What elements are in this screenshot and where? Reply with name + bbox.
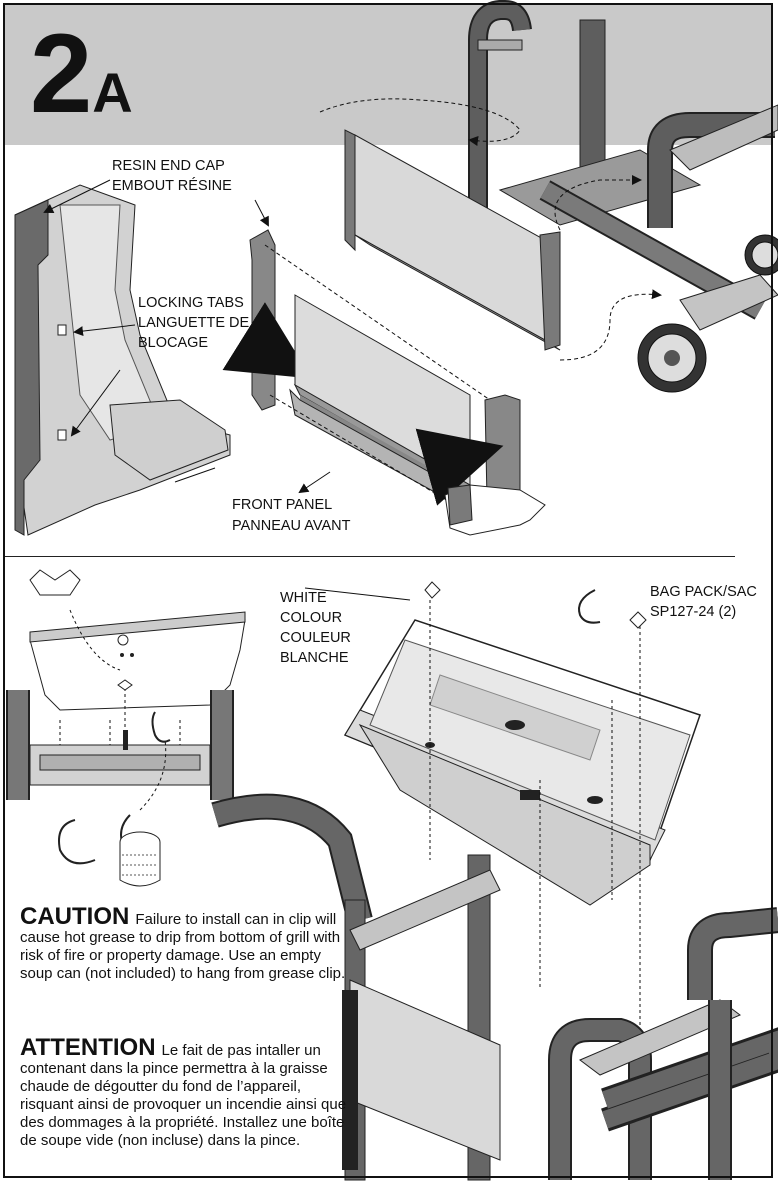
front-panel-label-en: FRONT PANEL xyxy=(232,497,333,513)
resin-end-cap-label-en: RESIN END CAP xyxy=(112,158,225,174)
cart-frame-bottom xyxy=(211,793,778,1181)
right-end-cap-hand xyxy=(415,394,546,536)
caution-keyword: CAUTION xyxy=(20,903,130,930)
step-digit: 2 xyxy=(30,11,92,136)
white-colour-label-4: BLANCHE xyxy=(280,650,349,666)
locking-tabs-label-en: LOCKING TABS xyxy=(138,295,244,311)
bag-pack-label-2: SP127-24 (2) xyxy=(650,604,737,620)
white-colour-label-3: COULEUR xyxy=(280,630,351,646)
attention-keyword: ATTENTION xyxy=(20,1034,156,1061)
white-colour-leader xyxy=(304,587,411,601)
front-panel-label-fr: PANNEAU AVANT xyxy=(232,518,351,534)
locking-tabs-label-fr-1: LANGUETTE DE xyxy=(138,315,250,331)
front-panel-assembly xyxy=(344,129,561,351)
section-divider xyxy=(5,556,735,557)
front-panel-leader xyxy=(174,467,216,483)
resin-end-cap-label-fr: EMBOUT RÉSINE xyxy=(112,178,232,194)
step-number: 2A xyxy=(30,18,133,130)
resin-end-cap-detail xyxy=(14,179,231,536)
bag-pack-label-1: BAG PACK/SAC xyxy=(650,584,757,600)
cart-frame-top xyxy=(319,0,778,393)
left-end-cap xyxy=(222,199,312,411)
grease-tray-side-view xyxy=(6,569,246,887)
attention-text: Le fait de pas intaller un contenant dan… xyxy=(20,1042,347,1149)
white-colour-label-1: WHITE xyxy=(280,590,327,606)
drip-tray-installation xyxy=(343,581,701,1050)
white-colour-label-2: COLOUR xyxy=(280,610,343,626)
header-band xyxy=(5,5,771,145)
locking-tabs-label-fr-2: BLOCAGE xyxy=(138,335,209,351)
step-letter: A xyxy=(92,61,133,124)
caution-text: Failure to install can in clip will caus… xyxy=(20,911,346,982)
